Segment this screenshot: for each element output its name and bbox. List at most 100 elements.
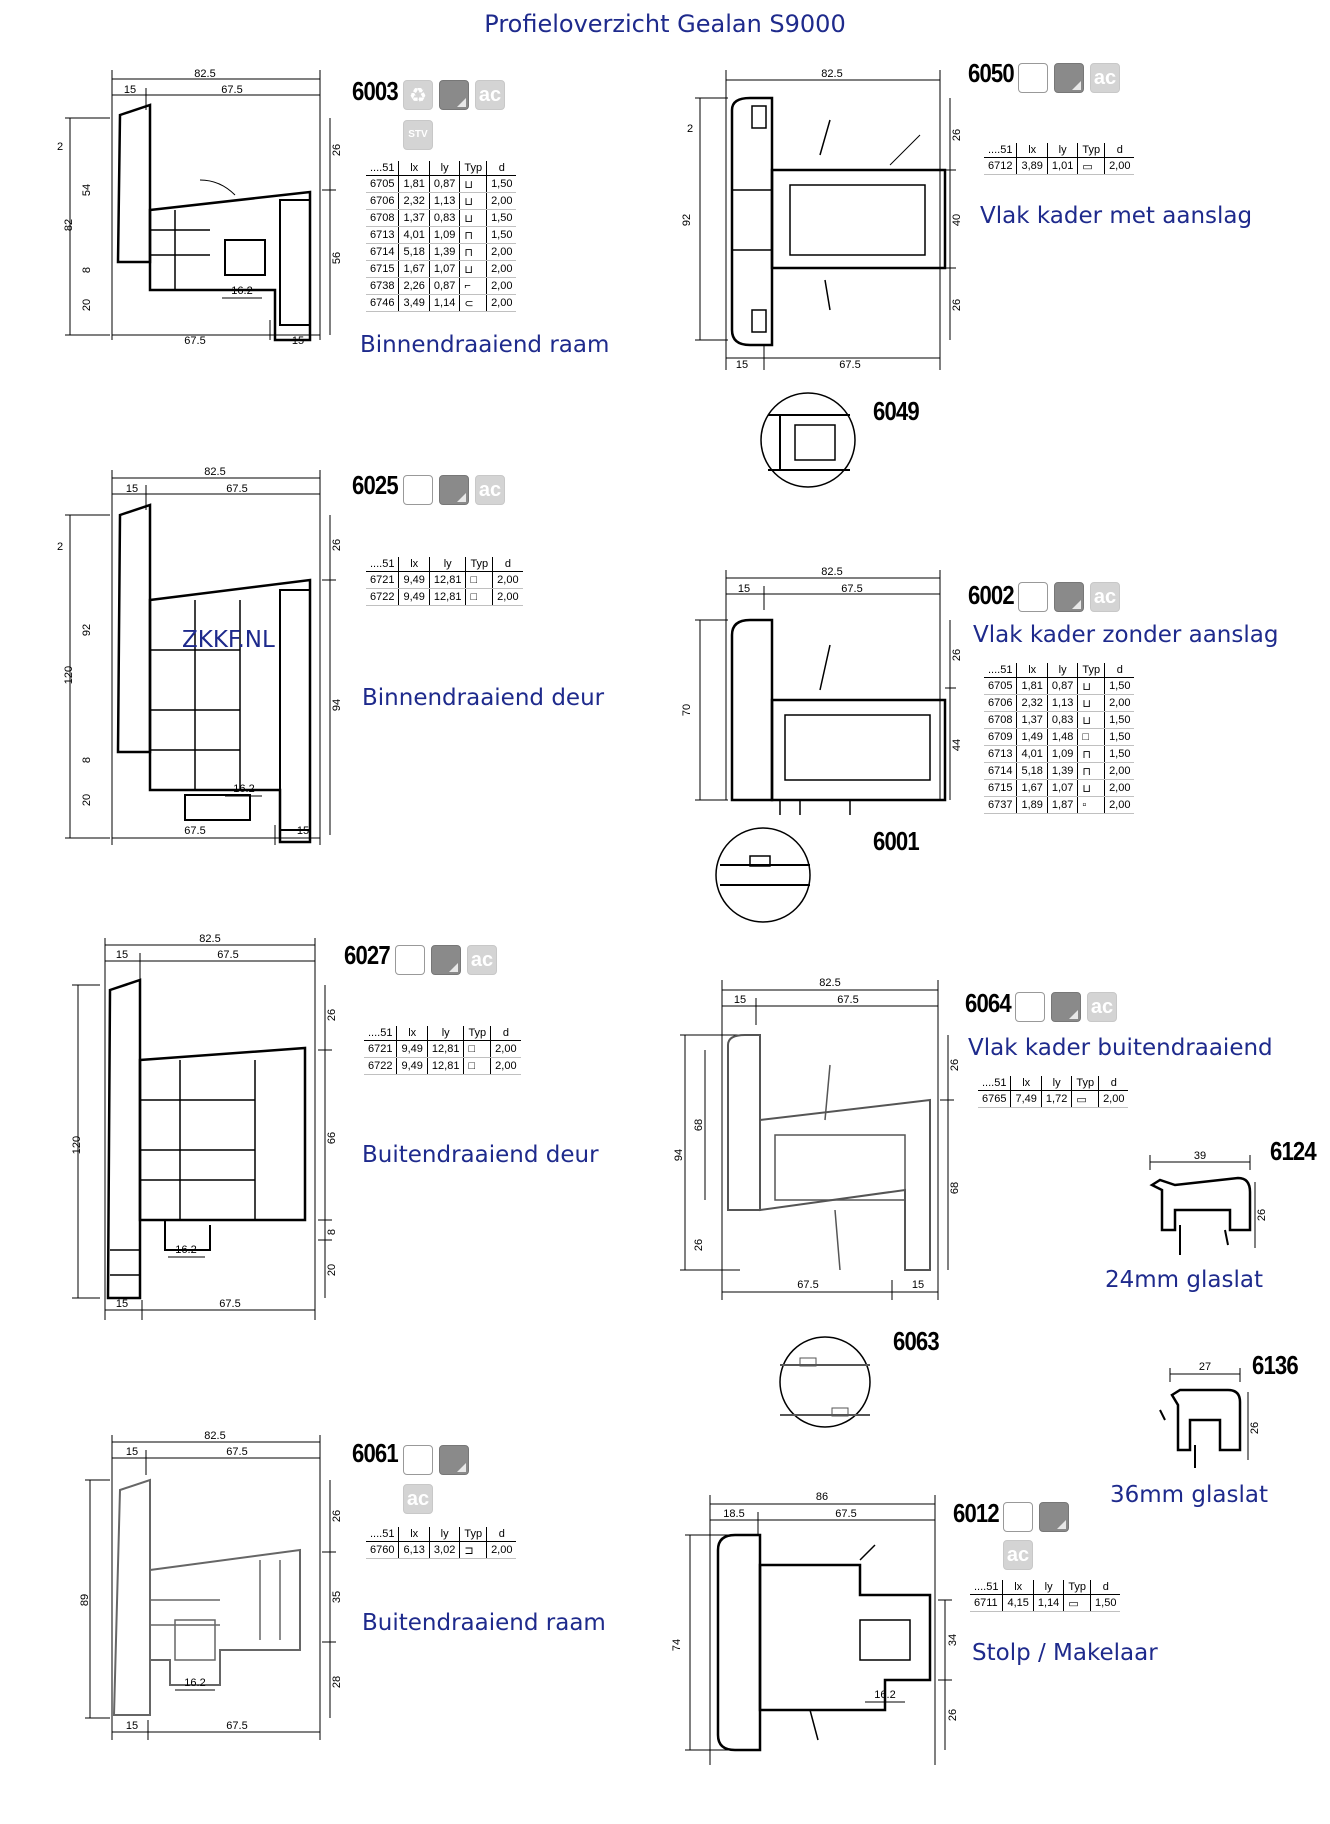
profile-label: Vlak kader buitendraaiend	[968, 1035, 1273, 1061]
dim-h2: 54	[81, 184, 93, 196]
ac-icon: ac	[403, 1484, 433, 1514]
column-header: ly	[1046, 143, 1078, 158]
table-cell: 6765	[978, 1090, 1011, 1108]
column-header: lx	[1016, 143, 1048, 158]
dim-h4: 8	[81, 757, 93, 763]
badge-row: ac	[1018, 582, 1120, 612]
dim-width-total: 82.5	[204, 466, 225, 478]
table-cell: ▭	[1071, 1090, 1099, 1108]
dim-r2: 40	[951, 214, 963, 226]
table-cell: 2,00	[490, 1040, 521, 1058]
dim-h2: 68	[693, 1119, 705, 1131]
profile-drawing-6002: 82.5 15 67.5 70 26 44	[681, 566, 963, 923]
profile-label: Vlak kader met aanslag	[980, 203, 1253, 229]
table-cell: 6760	[366, 1541, 399, 1559]
dim-r1: 26	[331, 144, 343, 156]
table-cell: 1,13	[1046, 694, 1078, 712]
dim-width-total: 82.5	[199, 933, 220, 945]
dim-h2: 92	[81, 624, 93, 636]
profile-drawing-6050: 82.5 15 67.5 92 2 26 40 26	[681, 68, 963, 488]
table-cell: 12,81	[428, 571, 466, 589]
table-cell: 1,09	[1046, 745, 1078, 763]
profile-label: 24mm glaslat	[1105, 1267, 1263, 1293]
column-header: lx	[1010, 1076, 1042, 1091]
table-cell: 1,50	[1104, 711, 1135, 729]
table-cell: 2,00	[486, 260, 517, 278]
table-cell: 1,72	[1040, 1090, 1072, 1108]
profile-label: Binnendraaiend deur	[362, 685, 605, 711]
table-cell: 5,18	[1016, 762, 1048, 780]
table-cell: 1,50	[1104, 745, 1135, 763]
foil-icon	[439, 1445, 469, 1475]
table-cell: 2,00	[486, 243, 517, 261]
dim-width-left: 15	[734, 994, 746, 1006]
dim-bottom-right: 67.5	[226, 1720, 247, 1732]
table-cell: 2,00	[486, 294, 517, 312]
table-cell: 1,81	[1016, 677, 1048, 695]
badge-row: ac	[1015, 992, 1117, 1022]
table-cell: 3,89	[1016, 157, 1048, 175]
dim-r1: 26	[326, 1009, 338, 1021]
table-cell: 1,87	[1046, 796, 1078, 814]
profile-drawing-6003: 82.5 15 67.5 67.5 15 2 54 82 8 20 26 56 …	[57, 68, 343, 347]
section-6027: 82.5 15 67.5 15 67.5 120 26 66 8 20 16.2…	[0, 920, 660, 1320]
table-cell: 0,87	[1046, 677, 1078, 695]
table-cell: 6714	[984, 762, 1017, 780]
profile-drawing-6064: 82.5 15 67.5 67.5 15 94 68 26 26 68	[673, 977, 961, 1428]
dim-left: 89	[79, 1594, 91, 1606]
foil-icon	[439, 475, 469, 505]
column-header: Typ	[1071, 1076, 1099, 1091]
dim-left: 120	[71, 1136, 83, 1154]
table-cell: 2,00	[486, 277, 517, 295]
table-cell: 1,50	[486, 226, 517, 244]
profile-label: Buitendraaiend deur	[362, 1142, 599, 1168]
dim-width-left: 15	[124, 84, 136, 96]
dim-width-total: 82.5	[819, 977, 840, 989]
table-cell: □	[1077, 728, 1105, 746]
column-header: d	[490, 1026, 521, 1041]
table-cell: 5,18	[398, 243, 430, 261]
dim-bottom-left: 67.5	[797, 1279, 818, 1291]
stv-icon: STV	[403, 120, 433, 150]
recycle-icon: ♻	[403, 80, 433, 110]
table-cell: 0,83	[428, 209, 460, 227]
dim-r3: 8	[326, 1229, 338, 1235]
dim-r1: 26	[951, 649, 963, 661]
table-cell: 1,01	[1046, 157, 1078, 175]
table-cell: 1,49	[1016, 728, 1048, 746]
table-cell: ▭	[1077, 157, 1105, 175]
dim-left: 70	[681, 704, 693, 716]
table-cell: 1,50	[1090, 1594, 1121, 1612]
profile-label: Binnendraaiend raam	[360, 332, 610, 358]
dim-height: 26	[1256, 1209, 1268, 1221]
table-cell: 6746	[366, 294, 399, 312]
dim-h4: 8	[81, 267, 93, 273]
blank-icon	[403, 1445, 433, 1475]
table-cell: 1,50	[486, 209, 517, 227]
profile-code: 6027	[344, 940, 391, 970]
table-cell: 6715	[366, 260, 399, 278]
dim-bottom-right: 15	[292, 335, 304, 347]
column-header: d	[486, 161, 517, 176]
ac-icon: ac	[467, 945, 497, 975]
column-header: Typ	[463, 1026, 491, 1041]
table-cell: ⊔	[1077, 694, 1105, 712]
column-header: ly	[1040, 1076, 1072, 1091]
table-cell: 2,00	[1104, 779, 1135, 797]
column-header: ....51	[984, 663, 1017, 678]
table-cell: 1,39	[428, 243, 460, 261]
table-cell: □	[463, 1040, 491, 1058]
table-cell: 2,00	[1104, 694, 1135, 712]
table-cell: 2,00	[490, 1057, 521, 1075]
dim-glass: 16.2	[874, 1689, 895, 1701]
dim-r2: 68	[949, 1182, 961, 1194]
